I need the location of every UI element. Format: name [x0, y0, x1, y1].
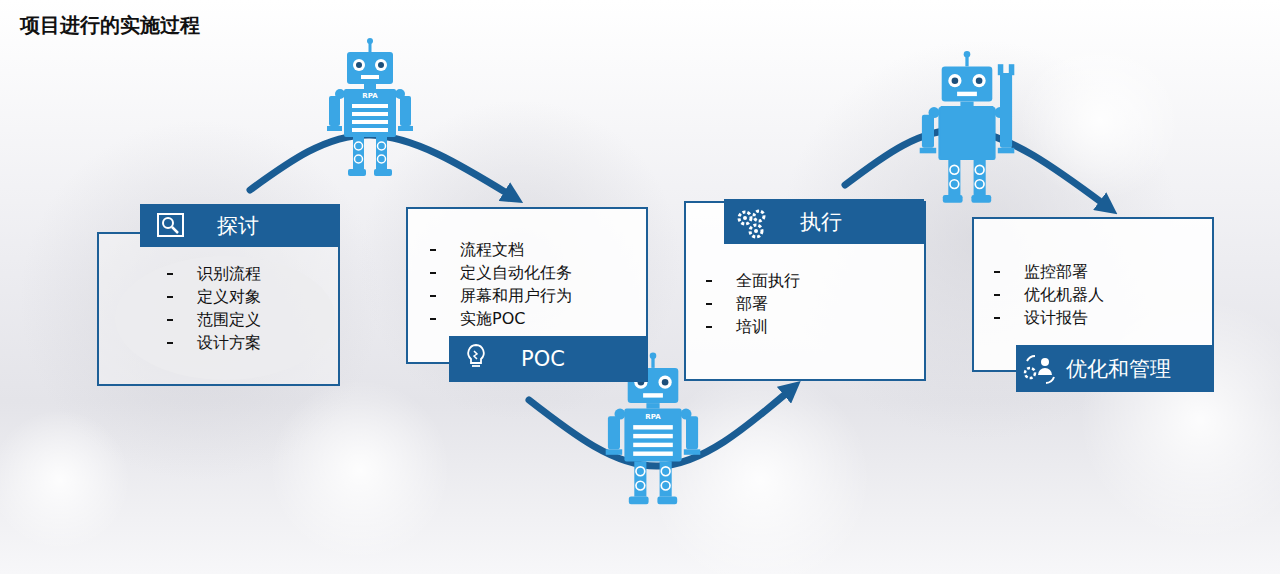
step-list: 监控部署优化机器人设计报告 [1024, 260, 1104, 329]
bullet-dash [994, 271, 1000, 273]
bullet-dash [167, 319, 173, 321]
process-box: 执行全面执行部署培训 [684, 201, 926, 381]
step-heading: 优化和管理 [1066, 355, 1171, 383]
list-item: 流程文档 [460, 238, 572, 261]
list-text: 实施POC [460, 309, 525, 328]
process-box: 优化和管理监控部署优化机器人设计报告 [972, 217, 1214, 372]
bullet-dash [430, 249, 436, 251]
bullet-dash [430, 272, 436, 274]
robot-label: RPA [362, 92, 377, 100]
bullet-dash [167, 342, 173, 344]
step-heading: 执行 [800, 208, 842, 236]
list-item: 定义自动化任务 [460, 261, 572, 284]
list-item: 设计报告 [1024, 306, 1104, 329]
step-tab: 探讨 [140, 204, 340, 247]
list-item: 部署 [736, 292, 800, 315]
list-item: 设计方案 [197, 331, 261, 354]
list-text: 范围定义 [197, 310, 261, 329]
robot-illustration [912, 48, 1022, 208]
bulb-icon [463, 342, 489, 372]
list-item: 定义对象 [197, 285, 261, 308]
bullet-dash [167, 296, 173, 298]
list-item: 培训 [736, 315, 800, 338]
list-text: 定义自动化任务 [460, 263, 572, 282]
bullet-dash [706, 280, 712, 282]
manage-icon [1021, 353, 1061, 385]
list-text: 部署 [736, 294, 768, 313]
list-text: 设计报告 [1024, 308, 1088, 327]
bullet-dash [706, 326, 712, 328]
robot-illustration [320, 38, 420, 178]
bullet-dash [994, 294, 1000, 296]
list-item: 监控部署 [1024, 260, 1104, 283]
step-list: 流程文档定义自动化任务屏幕和用户行为实施POC [460, 238, 572, 330]
bullet-dash [430, 295, 436, 297]
bullet-dash [994, 317, 1000, 319]
bullet-dash [167, 273, 173, 275]
step-tab: POC [449, 336, 648, 382]
search-icon [156, 211, 186, 239]
bullet-dash [430, 318, 436, 320]
list-item: 全面执行 [736, 269, 800, 292]
list-text: 全面执行 [736, 271, 800, 290]
process-box: POC流程文档定义自动化任务屏幕和用户行为实施POC [406, 207, 648, 364]
list-text: 屏幕和用户行为 [460, 286, 572, 305]
list-text: 设计方案 [197, 333, 261, 352]
list-text: 优化机器人 [1024, 285, 1104, 304]
list-item: 范围定义 [197, 308, 261, 331]
step-list: 识别流程定义对象范围定义设计方案 [197, 262, 261, 354]
list-item: 屏幕和用户行为 [460, 284, 572, 307]
robot-label: RPA [645, 413, 660, 421]
gears-icon [734, 206, 770, 240]
list-item: 优化机器人 [1024, 283, 1104, 306]
list-text: 流程文档 [460, 240, 524, 259]
list-item: 识别流程 [197, 262, 261, 285]
step-list: 全面执行部署培训 [736, 269, 800, 338]
list-text: 培训 [736, 317, 768, 336]
step-heading: 探讨 [217, 212, 259, 240]
list-text: 识别流程 [197, 264, 261, 283]
process-box: 探讨识别流程定义对象范围定义设计方案 [97, 232, 340, 386]
bullet-dash [706, 303, 712, 305]
list-text: 监控部署 [1024, 262, 1088, 281]
title: 项目进行的实施过程 [20, 12, 200, 39]
list-item: 实施POC [460, 307, 572, 330]
list-text: 定义对象 [197, 287, 261, 306]
step-heading: POC [521, 347, 565, 371]
